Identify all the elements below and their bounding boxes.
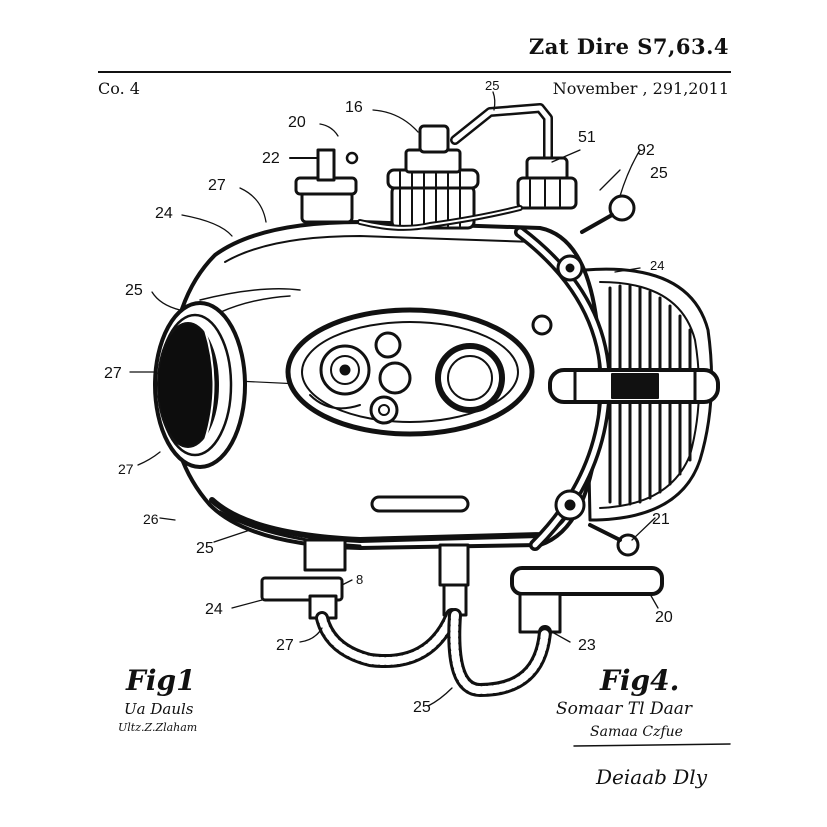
callout-label: 51 (578, 129, 596, 146)
callout-label: 24 (650, 258, 664, 273)
clamp-band (514, 226, 720, 551)
signature-right-3: Deiaab Dly (595, 765, 708, 789)
callout-label: 25 (125, 282, 143, 299)
callout-label: 20 (655, 609, 673, 626)
header-rule (98, 71, 731, 73)
signature-right-1: Somaar Tl Daar (556, 699, 693, 719)
callout-label: 16 (345, 99, 363, 116)
patent-number: Zat Dire S7,63.4 (528, 34, 729, 59)
leader-lines (129, 91, 659, 707)
callout-label: 25 (196, 540, 214, 557)
control-panel (285, 307, 535, 437)
top-fittings (289, 103, 636, 234)
callout-label: 22 (262, 150, 280, 167)
callout-label: 27 (118, 461, 134, 477)
callout-label: 20 (288, 114, 306, 131)
callout-label: 27 (208, 177, 226, 194)
signature-left-1: Ua Dauls (124, 700, 194, 718)
callout-label: 23 (578, 637, 596, 654)
signature-right-2: Samaa Czfue (590, 724, 683, 740)
signatures: Ua Dauls Ultz.Z.Zlaham Somaar Tl Daar Sa… (118, 699, 708, 789)
front-nozzle (153, 301, 247, 469)
patent-date: November , 291,2011 (552, 79, 729, 98)
callout-label: 21 (652, 511, 670, 528)
callout-label: 92 (637, 142, 655, 159)
signature-left-2: Ultz.Z.Zlaham (118, 721, 197, 734)
callout-label: 24 (155, 205, 173, 222)
callout-label: 26 (143, 511, 159, 527)
callout-label: 27 (276, 637, 294, 654)
callout-label: 8 (356, 572, 363, 587)
figure-label-left: Fig1 (125, 664, 196, 697)
callout-label: 25 (485, 78, 499, 93)
signature-rule (573, 743, 731, 747)
bottom-fittings (260, 523, 664, 697)
figure-label-right: Fig4. (599, 664, 679, 697)
callout-label: 24 (205, 601, 223, 618)
reference-numerals: 25 16 20 51 22 92 27 25 24 24 25 27 27 2… (104, 78, 673, 716)
callout-label: 27 (104, 365, 122, 382)
callout-label: 25 (413, 699, 431, 716)
case-number: Co. 4 (98, 79, 140, 98)
callout-label: 25 (650, 165, 668, 182)
